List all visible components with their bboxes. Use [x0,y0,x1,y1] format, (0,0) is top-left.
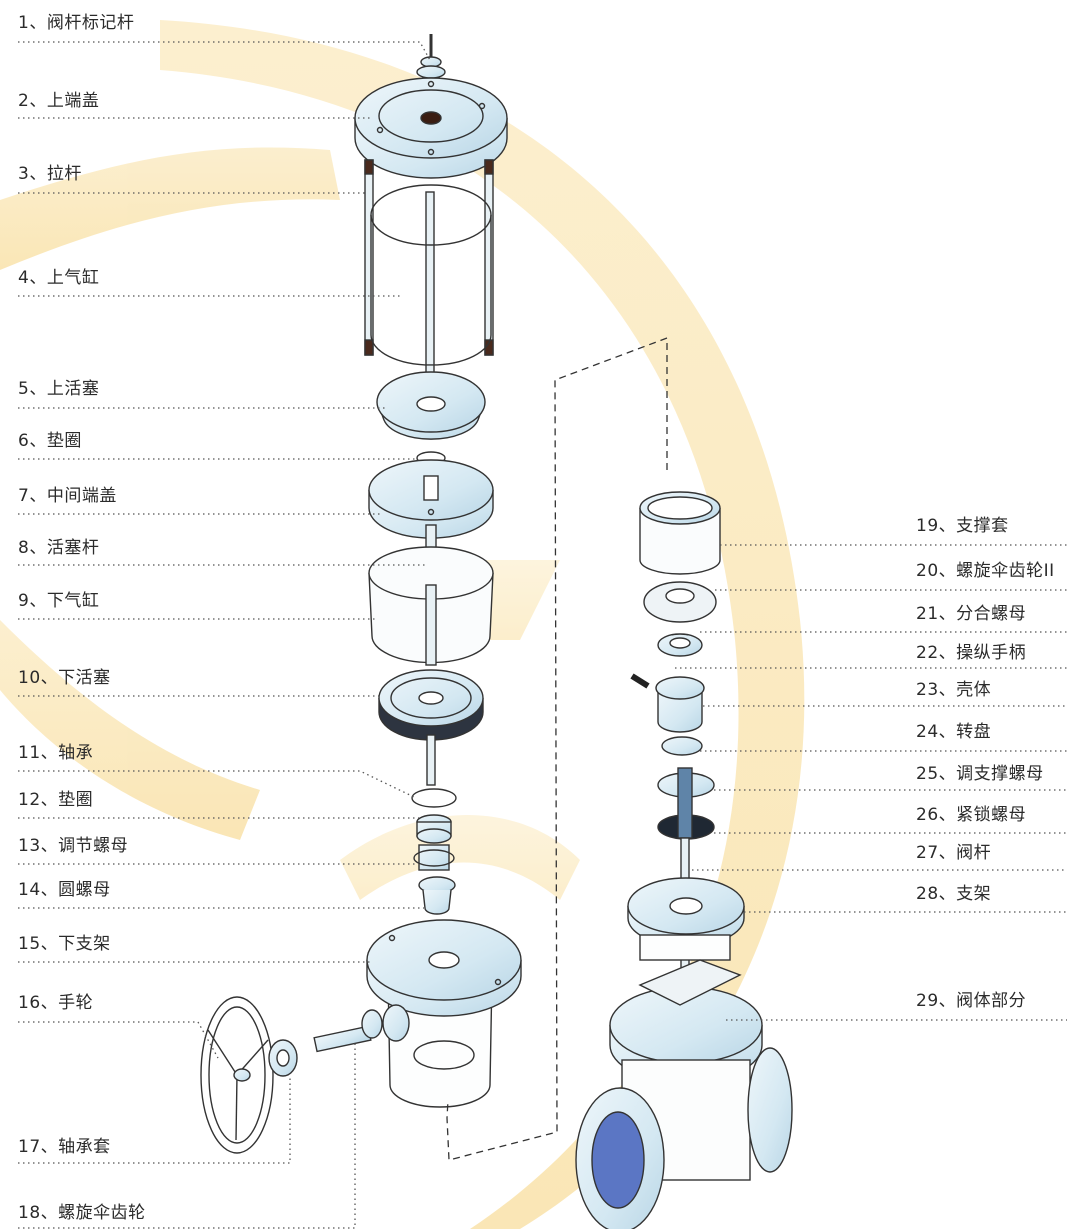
left-actuator-stack [200,34,522,1154]
label-part-13: 13、调节螺母 [18,836,129,856]
label-part-17: 17、轴承套 [18,1137,111,1157]
bearing-part [411,788,457,808]
right-valve-stack [575,491,793,1229]
label-part-29: 29、阀体部分 [916,991,1027,1011]
label-part-18: 18、螺旋伞齿轮 [18,1203,146,1223]
label-part-25: 25、调支撑螺母 [916,764,1044,784]
tie-rods-part [364,159,494,378]
stem-marker-part [416,34,446,79]
valve-body-part [575,959,793,1229]
label-part-5: 5、上活塞 [18,379,100,399]
turntable-part [661,736,703,756]
label-part-11: 11、轴承 [18,743,94,763]
label-part-28: 28、支架 [916,884,992,904]
split-nut-part [657,633,703,657]
label-part-8: 8、活塞杆 [18,538,100,558]
lower-bracket-part [366,919,522,1108]
label-part-16: 16、手轮 [18,993,94,1013]
label-part-4: 4、上气缸 [18,268,100,288]
label-part-15: 15、下支架 [18,934,111,954]
label-part-27: 27、阀杆 [916,843,992,863]
washer-part-12 [416,814,452,844]
label-part-3: 3、拉杆 [18,164,82,184]
middle-cover-part [368,459,494,539]
label-part-22: 22、操纵手柄 [916,643,1027,663]
label-part-23: 23、壳体 [916,680,992,700]
label-part-6: 6、垫圈 [18,431,82,451]
round-nut-part [418,876,456,915]
label-part-19: 19、支撑套 [916,516,1009,536]
label-part-7: 7、中间端盖 [18,486,117,506]
adjust-nut-part [413,844,455,871]
top-cover-part [354,77,508,179]
support-sleeve-part [639,491,721,575]
operating-handle-part [630,673,650,689]
label-part-20: 20、螺旋伞齿轮II [916,561,1055,581]
bevel-gear-ii-part [643,581,717,623]
lower-cylinder-part [368,546,494,666]
label-part-2: 2、上端盖 [18,91,100,111]
label-part-21: 21、分合螺母 [916,604,1027,624]
bracket-part [627,877,745,961]
housing-part [655,676,705,733]
lower-piston-part [378,669,484,741]
label-part-24: 24、转盘 [916,722,992,742]
linkage-dashed-path [446,337,668,1161]
leader-lines [18,41,1067,1229]
label-part-1: 1、阀杆标记杆 [18,13,135,33]
upper-cylinder-part [370,184,492,366]
upper-piston-part [376,371,486,440]
label-part-26: 26、紧锁螺母 [916,805,1027,825]
bearing-sleeve-part [268,1039,298,1077]
label-part-10: 10、下活塞 [18,668,111,688]
label-part-9: 9、下气缸 [18,591,100,611]
label-part-14: 14、圆螺母 [18,880,111,900]
bevel-gear-shaft-part [313,1009,383,1053]
handwheel-part [200,996,274,1154]
label-part-12: 12、垫圈 [18,790,94,810]
stem-part [677,767,693,839]
